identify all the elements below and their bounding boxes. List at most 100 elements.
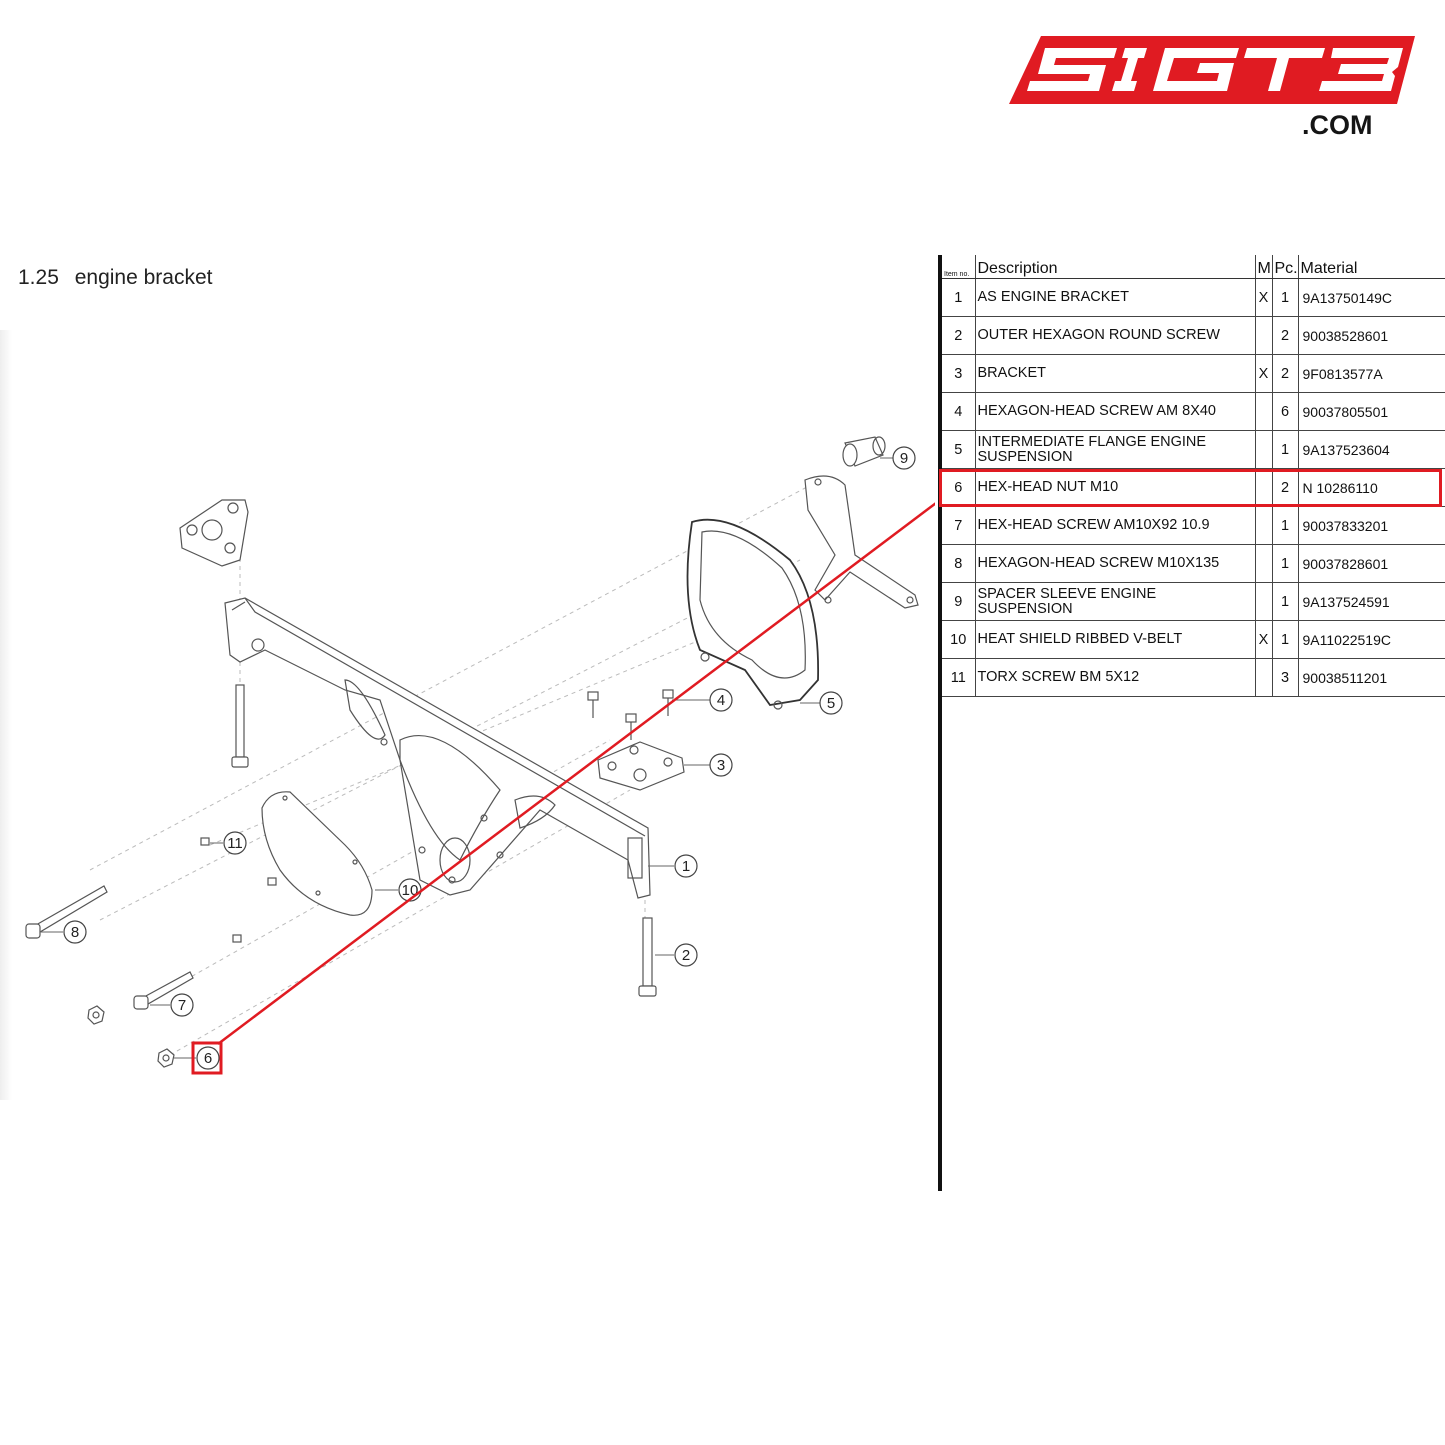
cell-m bbox=[1255, 658, 1273, 697]
callout-label-7: 7 bbox=[178, 997, 186, 1014]
cell-material: 9A11022519C bbox=[1298, 620, 1445, 659]
flange-item-5 bbox=[686, 475, 919, 710]
callout-label-4: 4 bbox=[717, 692, 725, 709]
cell-m bbox=[1255, 430, 1273, 469]
cell-pc: 2 bbox=[1272, 354, 1299, 393]
small-screws-item-11 bbox=[200, 837, 277, 943]
cell-description: BRACKET bbox=[975, 354, 1256, 393]
callout-label-2: 2 bbox=[682, 947, 690, 964]
cell-m bbox=[1255, 544, 1273, 583]
header-item-no: Item no. bbox=[942, 255, 976, 279]
cell-item-no: 2 bbox=[942, 316, 976, 355]
cell-description: HEXAGON-HEAD SCREW M10X135 bbox=[975, 544, 1256, 583]
cell-description: HEXAGON-HEAD SCREW AM 8X40 bbox=[975, 392, 1256, 431]
section-title: 1.25 engine bracket bbox=[18, 266, 212, 290]
callout-label-6: 6 bbox=[204, 1050, 212, 1067]
cell-material: 90038511201 bbox=[1298, 658, 1445, 697]
row-6-highlight bbox=[939, 469, 1442, 507]
callout-label-3: 3 bbox=[717, 757, 725, 774]
callout-6 bbox=[196, 1046, 220, 1070]
bolt-item-7 bbox=[133, 971, 194, 1010]
cell-pc: 1 bbox=[1272, 582, 1299, 621]
logo-domain: .COM bbox=[1302, 110, 1373, 140]
cell-description: OUTER HEXAGON ROUND SCREW bbox=[975, 316, 1256, 355]
callout-6-highlight bbox=[191, 1041, 223, 1075]
spacer-item-9 bbox=[842, 436, 886, 467]
exploded-diagram: 1 2 3 4 5 6 7 8 9 10 11 bbox=[25, 436, 935, 1075]
cell-m bbox=[1255, 392, 1273, 431]
callout-3 bbox=[709, 753, 733, 777]
table-left-rule bbox=[938, 255, 942, 1191]
cell-material: 90037805501 bbox=[1298, 392, 1445, 431]
cell-pc: 1 bbox=[1272, 278, 1299, 317]
callout-label-8: 8 bbox=[71, 924, 79, 941]
cell-description: HEX-HEAD SCREW AM10X92 10.9 bbox=[975, 506, 1256, 545]
cell-pc: 1 bbox=[1272, 506, 1299, 545]
heat-shield bbox=[261, 791, 373, 916]
cell-m: X bbox=[1255, 354, 1273, 393]
bolt-item-2 bbox=[638, 917, 657, 997]
callout-7 bbox=[170, 993, 194, 1017]
callout-label-9: 9 bbox=[900, 450, 908, 467]
highlight-connector-line bbox=[217, 502, 935, 1045]
cell-item-no: 10 bbox=[942, 620, 976, 659]
cell-item-no: 11 bbox=[942, 658, 976, 697]
screws-item-4 bbox=[587, 689, 674, 740]
cell-description: HEAT SHIELD RIBBED V-BELT bbox=[975, 620, 1256, 659]
cell-item-no: 4 bbox=[942, 392, 976, 431]
callout-5 bbox=[819, 691, 843, 715]
cell-material: 90037833201 bbox=[1298, 506, 1445, 545]
section-number: 1.25 bbox=[18, 266, 59, 289]
cell-material: 9F0813577A bbox=[1298, 354, 1445, 393]
cell-description: INTERMEDIATE FLANGE ENGINE SUSPENSION bbox=[975, 430, 1256, 469]
bracket-upper bbox=[179, 499, 249, 567]
cell-item-no: 5 bbox=[942, 430, 976, 469]
bolt-item-8 bbox=[25, 885, 108, 939]
cell-pc: 6 bbox=[1272, 392, 1299, 431]
cell-material: 9A137524591 bbox=[1298, 582, 1445, 621]
callout-1 bbox=[674, 854, 698, 878]
cell-m bbox=[1255, 506, 1273, 545]
cell-item-no: 6 bbox=[942, 468, 976, 507]
table-header-row: Item no. Description M Pc. Material bbox=[942, 255, 1445, 279]
callout-4 bbox=[709, 688, 733, 712]
cell-item-no: 7 bbox=[942, 506, 976, 545]
header-pc: Pc. bbox=[1272, 255, 1299, 279]
cell-pc: 1 bbox=[1272, 620, 1299, 659]
callout-label-11: 11 bbox=[227, 835, 243, 852]
cell-description: AS ENGINE BRACKET bbox=[975, 278, 1256, 317]
cell-m: X bbox=[1255, 620, 1273, 659]
header-material: Material bbox=[1298, 255, 1445, 279]
bracket-item-3 bbox=[597, 741, 685, 791]
cell-pc: 3 bbox=[1272, 658, 1299, 697]
cell-description: SPACER SLEEVE ENGINE SUSPENSION bbox=[975, 582, 1256, 621]
callout-2 bbox=[674, 943, 698, 967]
header-m: M bbox=[1255, 255, 1273, 279]
cell-item-no: 9 bbox=[942, 582, 976, 621]
cell-material: 90037828601 bbox=[1298, 544, 1445, 583]
cell-item-no: 8 bbox=[942, 544, 976, 583]
callout-8 bbox=[63, 920, 87, 944]
vertical-bolt-left bbox=[231, 684, 249, 768]
section-name: engine bracket bbox=[74, 266, 213, 289]
cell-material: N 10286110 bbox=[1298, 468, 1445, 507]
callout-9 bbox=[892, 446, 916, 470]
cell-pc: 2 bbox=[1272, 316, 1299, 355]
callout-label-5: 5 bbox=[827, 695, 835, 712]
sigt3-logo bbox=[1009, 36, 1415, 104]
cell-material: 90038528601 bbox=[1298, 316, 1445, 355]
cell-description: TORX SCREW BM 5X12 bbox=[975, 658, 1256, 697]
engine-bracket bbox=[224, 597, 651, 899]
callout-11 bbox=[223, 831, 247, 855]
nuts-item-6 bbox=[87, 1005, 175, 1068]
